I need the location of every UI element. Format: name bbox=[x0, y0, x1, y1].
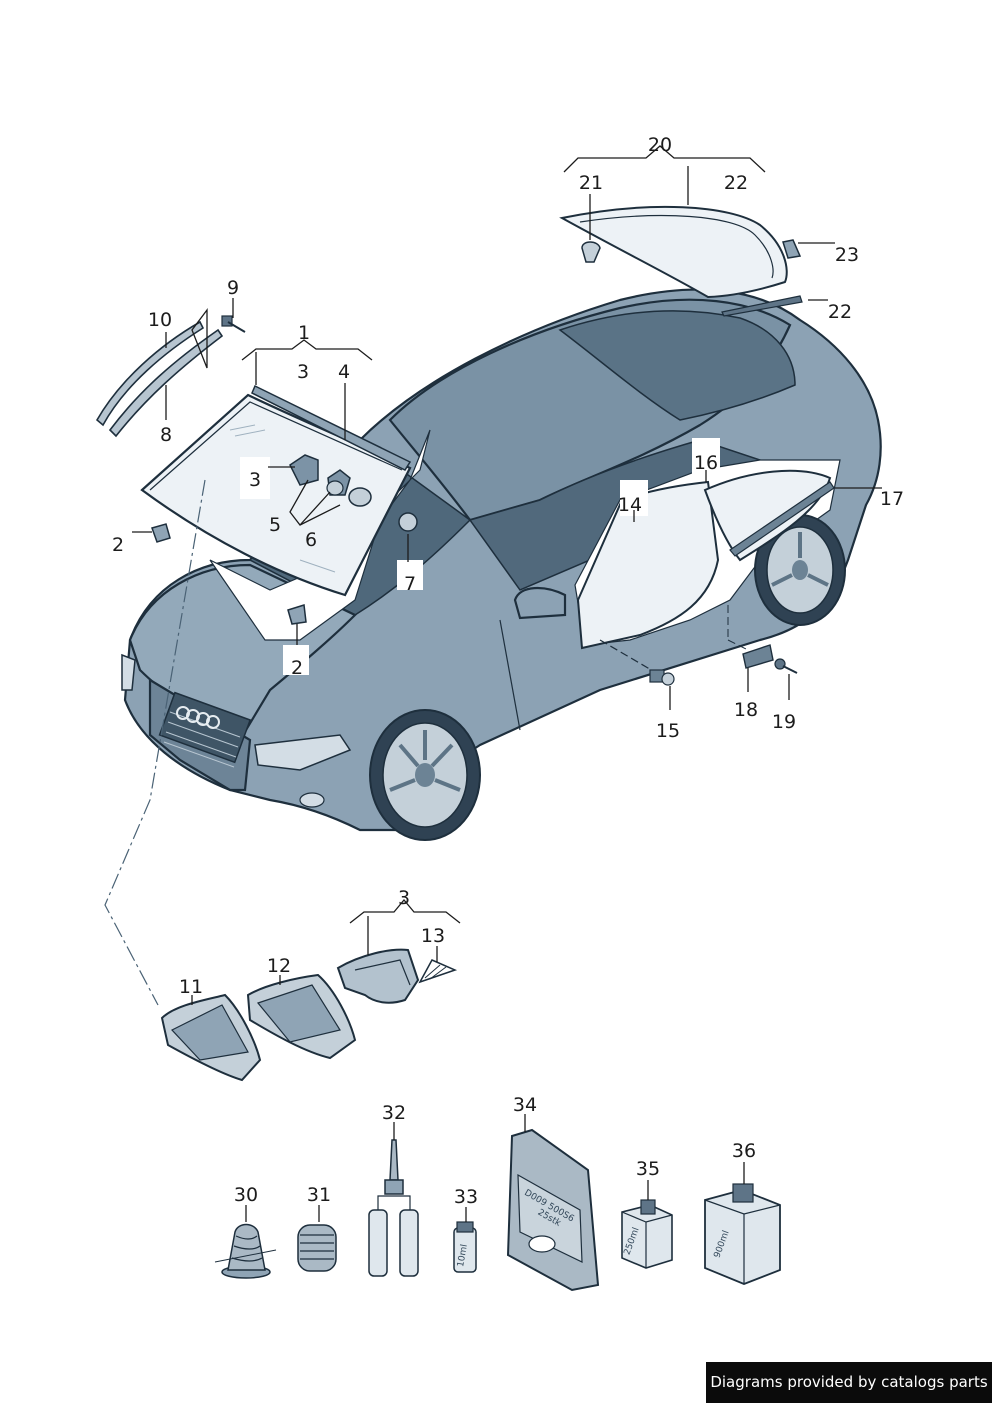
side-mouldings bbox=[95, 320, 224, 438]
bracket-18 bbox=[742, 644, 774, 669]
callout-4: 4 bbox=[338, 361, 350, 383]
mirror-bracket-12 bbox=[246, 973, 357, 1060]
mirror-bracket-3 bbox=[336, 948, 420, 1004]
item-35-bottle: 250ml bbox=[621, 1199, 673, 1269]
door-glass bbox=[576, 438, 835, 650]
callout-17: 17 bbox=[880, 488, 904, 510]
windscreen-glass bbox=[140, 384, 418, 597]
callout-34: 34 bbox=[513, 1094, 537, 1116]
callout-22: 22 bbox=[828, 301, 852, 323]
callout-9: 9 bbox=[227, 277, 239, 299]
callout-18: 18 bbox=[734, 699, 758, 721]
callout-36: 36 bbox=[732, 1140, 756, 1162]
callout-31: 31 bbox=[307, 1184, 331, 1206]
callout-7: 7 bbox=[404, 573, 416, 595]
callout-30: 30 bbox=[234, 1184, 258, 1206]
callout-8: 8 bbox=[160, 424, 172, 446]
callout-2: 2 bbox=[112, 534, 124, 556]
item-36-bottle: 900ml bbox=[704, 1183, 781, 1285]
callout-13: 13 bbox=[421, 925, 445, 947]
callout-6: 6 bbox=[305, 529, 317, 551]
rear-window bbox=[559, 205, 803, 317]
callout-labels: 1 3 4 9 10 8 3 5 6 2 7 2 20 21 22 23 22 … bbox=[112, 134, 904, 1208]
small-can-label: 10ml bbox=[456, 1244, 470, 1268]
item-32-dispenser bbox=[368, 1139, 419, 1277]
mirror-bracket-11 bbox=[160, 993, 262, 1082]
callout-15: 15 bbox=[656, 720, 680, 742]
leader-lines bbox=[132, 145, 882, 1222]
item-33-small-can: 10ml bbox=[453, 1221, 477, 1273]
callout-32: 32 bbox=[382, 1102, 406, 1124]
footer-credit: Diagrams provided by catalogs parts bbox=[706, 1362, 992, 1403]
callout-33: 33 bbox=[454, 1186, 478, 1208]
callout-23: 23 bbox=[835, 244, 859, 266]
callout-3: 3 bbox=[249, 469, 261, 491]
callout-21: 21 bbox=[579, 172, 603, 194]
front-wheel bbox=[369, 709, 481, 841]
callout-20: 20 bbox=[648, 134, 672, 156]
callout-11: 11 bbox=[179, 976, 203, 998]
part-13 bbox=[418, 959, 458, 984]
part-23 bbox=[782, 239, 802, 259]
callout-5: 5 bbox=[269, 514, 281, 536]
car-body bbox=[121, 288, 882, 841]
callout-19: 19 bbox=[772, 711, 796, 733]
callout-3: 3 bbox=[398, 887, 410, 909]
callout-12: 12 bbox=[267, 955, 291, 977]
callout-2: 2 bbox=[291, 657, 303, 679]
item-34-bag: D009 500S6 25stk bbox=[506, 1128, 600, 1292]
clip-19 bbox=[774, 658, 798, 674]
callout-16: 16 bbox=[694, 452, 718, 474]
clip-9 bbox=[221, 315, 246, 333]
part-2-left bbox=[151, 523, 171, 543]
callout-35: 35 bbox=[636, 1158, 660, 1180]
screw-15 bbox=[599, 639, 675, 686]
rear-wheel bbox=[754, 514, 846, 626]
callout-22: 22 bbox=[724, 172, 748, 194]
callout-3: 3 bbox=[297, 361, 309, 383]
item-30-rubber-spiral bbox=[214, 1223, 277, 1279]
callout-14: 14 bbox=[618, 494, 642, 516]
part-21 bbox=[581, 241, 601, 263]
part-2-right bbox=[287, 604, 307, 625]
callout-10: 10 bbox=[148, 309, 172, 331]
item-31-spool bbox=[297, 1224, 337, 1272]
callout-1: 1 bbox=[298, 322, 310, 344]
